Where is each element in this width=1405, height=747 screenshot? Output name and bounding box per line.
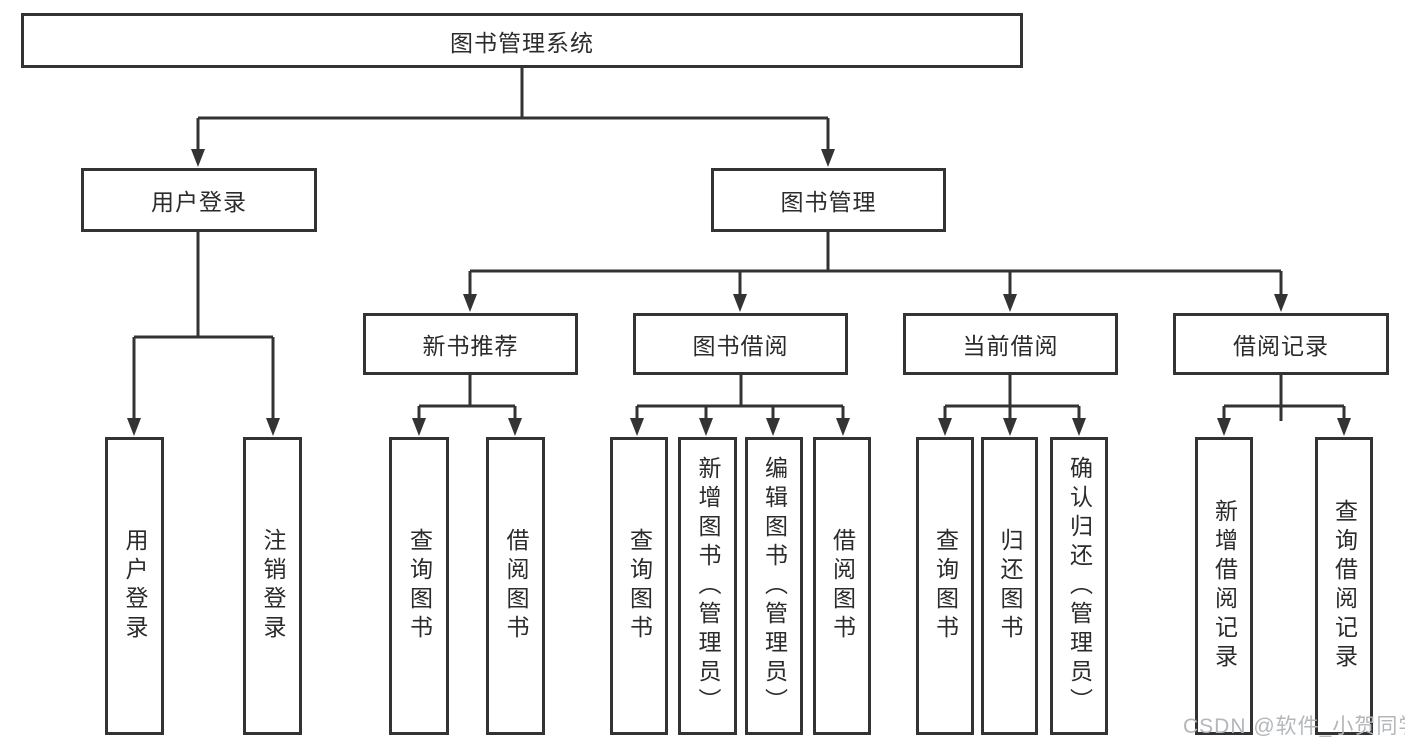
node-label: 确认归还（管理员） bbox=[1066, 455, 1093, 717]
node-borrowing-records: 借阅记录 bbox=[1173, 313, 1389, 375]
leaf-query-books-borrow: 查询图书 bbox=[610, 437, 668, 735]
node-current-borrowing: 当前借阅 bbox=[903, 313, 1118, 375]
node-label: 新增图书（管理员） bbox=[695, 455, 721, 717]
leaf-user-login: 用户登录 bbox=[105, 437, 164, 735]
leaf-logout: 注销登录 bbox=[243, 437, 302, 735]
leaf-query-books-recommend: 查询图书 bbox=[389, 437, 449, 735]
node-label: 当前借阅 bbox=[962, 333, 1059, 359]
node-label: 编辑图书（管理员） bbox=[761, 455, 788, 717]
node-book-borrowing: 图书借阅 bbox=[633, 313, 848, 375]
node-label: 图书管理 bbox=[780, 189, 877, 215]
node-label: 查询图书 bbox=[626, 528, 653, 644]
node-new-book-recommendation: 新书推荐 bbox=[363, 313, 578, 375]
node-library-management-system: 图书管理系统 bbox=[21, 13, 1023, 68]
leaf-borrow-books: 借阅图书 bbox=[813, 437, 871, 735]
leaf-query-borrow-record: 查询借阅记录 bbox=[1315, 437, 1373, 735]
node-label: 图书管理系统 bbox=[450, 29, 594, 56]
node-label: 注销登录 bbox=[260, 528, 286, 644]
node-user-login: 用户登录 bbox=[81, 168, 317, 232]
node-label: 借阅记录 bbox=[1233, 333, 1329, 359]
node-label: 归还图书 bbox=[997, 528, 1023, 644]
node-label: 借阅图书 bbox=[829, 528, 856, 644]
node-label: 用户登录 bbox=[122, 528, 148, 644]
node-label: 借阅图书 bbox=[503, 528, 529, 644]
leaf-confirm-return-admin: 确认归还（管理员） bbox=[1050, 437, 1108, 735]
node-label: 查询图书 bbox=[932, 528, 959, 644]
leaf-return-books: 归还图书 bbox=[981, 437, 1038, 735]
leaf-query-books-current: 查询图书 bbox=[916, 437, 974, 735]
node-label: 用户登录 bbox=[151, 189, 247, 215]
leaf-borrow-books-recommend: 借阅图书 bbox=[486, 437, 545, 735]
node-label: 图书借阅 bbox=[692, 333, 789, 359]
node-label: 查询借阅记录 bbox=[1331, 499, 1358, 673]
arrowheads bbox=[127, 149, 1351, 436]
node-label: 查询图书 bbox=[406, 528, 433, 644]
node-label: 新书推荐 bbox=[422, 333, 519, 359]
leaf-add-books-admin: 新增图书（管理员） bbox=[678, 437, 737, 735]
leaf-edit-books-admin: 编辑图书（管理员） bbox=[745, 437, 803, 735]
node-book-management: 图书管理 bbox=[711, 168, 946, 232]
csdn-watermark: CSDN @软件_小贺同学 bbox=[1183, 715, 1405, 738]
node-label: 新增借阅记录 bbox=[1211, 499, 1238, 673]
leaf-add-borrow-record: 新增借阅记录 bbox=[1195, 437, 1253, 735]
